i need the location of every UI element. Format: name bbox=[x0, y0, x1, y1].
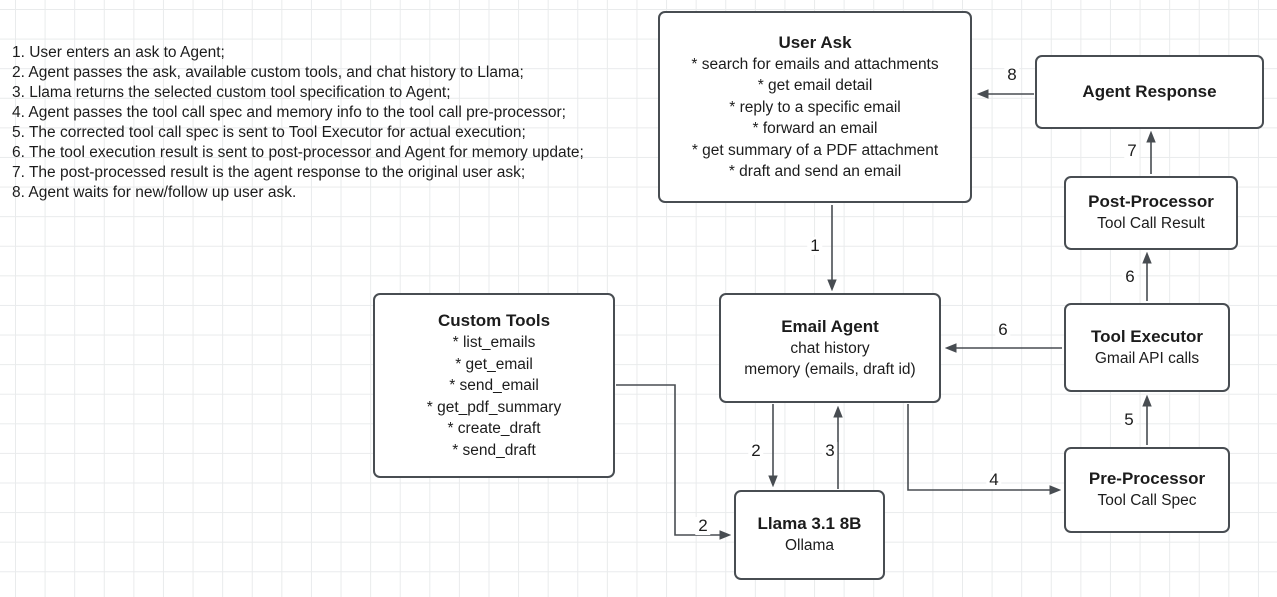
node-post-processor-subtitle: Tool Call Result bbox=[1097, 215, 1205, 233]
node-custom-tools-item: * send_email bbox=[449, 377, 539, 394]
edge-label-6-horizontal: 6 bbox=[995, 321, 1011, 339]
node-email-agent: Email Agent chat history memory (emails,… bbox=[719, 293, 941, 403]
node-user-ask-title: User Ask bbox=[778, 32, 852, 52]
node-llama-title: Llama 3.1 8B bbox=[757, 514, 862, 534]
node-email-agent-title: Email Agent bbox=[781, 316, 879, 336]
node-pre-processor-title: Pre-Processor bbox=[1088, 469, 1206, 489]
node-user-ask: User Ask * search for emails and attachm… bbox=[658, 11, 972, 203]
edge-label-6-vertical: 6 bbox=[1122, 268, 1138, 286]
edge-label-5: 5 bbox=[1121, 411, 1137, 429]
node-custom-tools-item: * list_emails bbox=[452, 334, 536, 351]
node-email-agent-line: memory (emails, draft id) bbox=[744, 361, 916, 378]
node-custom-tools: Custom Tools * list_emails * get_email *… bbox=[373, 293, 615, 478]
step-note: 8. Agent waits for new/follow up user as… bbox=[12, 184, 297, 201]
node-custom-tools-title: Custom Tools bbox=[437, 311, 551, 330]
node-pre-processor-subtitle: Tool Call Spec bbox=[1097, 492, 1197, 510]
node-post-processor: Post-Processor Tool Call Result bbox=[1064, 176, 1238, 250]
edge-label-3: 3 bbox=[822, 442, 838, 460]
node-llama-subtitle: Ollama bbox=[784, 537, 835, 555]
node-agent-response-title: Agent Response bbox=[1082, 82, 1217, 101]
edge-label-2-vertical: 2 bbox=[748, 442, 764, 460]
node-pre-processor: Pre-Processor Tool Call Spec bbox=[1064, 447, 1230, 533]
node-user-ask-item: * forward an email bbox=[752, 120, 878, 137]
edge-label-1: 1 bbox=[807, 237, 823, 255]
node-tool-executor: Tool Executor Gmail API calls bbox=[1064, 303, 1230, 392]
step-note: 4. Agent passes the tool call spec and m… bbox=[12, 104, 566, 121]
node-custom-tools-item: * get_pdf_summary bbox=[426, 398, 562, 416]
step-note: 1. User enters an ask to Agent; bbox=[12, 44, 225, 61]
step-note: 6. The tool execution result is sent to … bbox=[12, 144, 584, 161]
step-note: 7. The post-processed result is the agen… bbox=[12, 164, 526, 181]
node-tool-executor-subtitle: Gmail API calls bbox=[1094, 349, 1200, 367]
node-user-ask-item: * draft and send an email bbox=[728, 163, 902, 180]
arrow-custom-tools-to-llama bbox=[616, 384, 729, 535]
edge-label-8: 8 bbox=[1004, 66, 1020, 84]
node-custom-tools-item: * create_draft bbox=[447, 420, 541, 437]
node-tool-executor-title: Tool Executor bbox=[1090, 326, 1204, 346]
edge-label-7: 7 bbox=[1124, 142, 1140, 160]
node-user-ask-item: * get email detail bbox=[757, 77, 873, 94]
arrow-email-agent-to-pre-processor bbox=[907, 404, 1059, 490]
node-agent-response: Agent Response bbox=[1035, 55, 1264, 129]
node-post-processor-title: Post-Processor bbox=[1088, 192, 1214, 212]
node-custom-tools-item: * send_draft bbox=[452, 441, 536, 459]
edge-label-4: 4 bbox=[986, 471, 1002, 489]
node-custom-tools-item: * get_email bbox=[455, 355, 533, 373]
edge-label-2-elbow: 2 bbox=[695, 517, 711, 535]
node-email-agent-line: chat history bbox=[790, 339, 870, 357]
node-user-ask-item: * search for emails and attachments bbox=[691, 55, 939, 73]
step-notes: 1. User enters an ask to Agent; 2. Agent… bbox=[12, 43, 584, 203]
node-user-ask-item: * reply to a specific email bbox=[729, 98, 901, 116]
step-note: 3. Llama returns the selected custom too… bbox=[12, 84, 451, 101]
step-note: 2. Agent passes the ask, available custo… bbox=[12, 64, 524, 81]
node-user-ask-item: * get summary of a PDF attachment bbox=[691, 141, 939, 159]
step-note: 5. The corrected tool call spec is sent … bbox=[12, 124, 526, 141]
node-llama: Llama 3.1 8B Ollama bbox=[734, 490, 885, 580]
